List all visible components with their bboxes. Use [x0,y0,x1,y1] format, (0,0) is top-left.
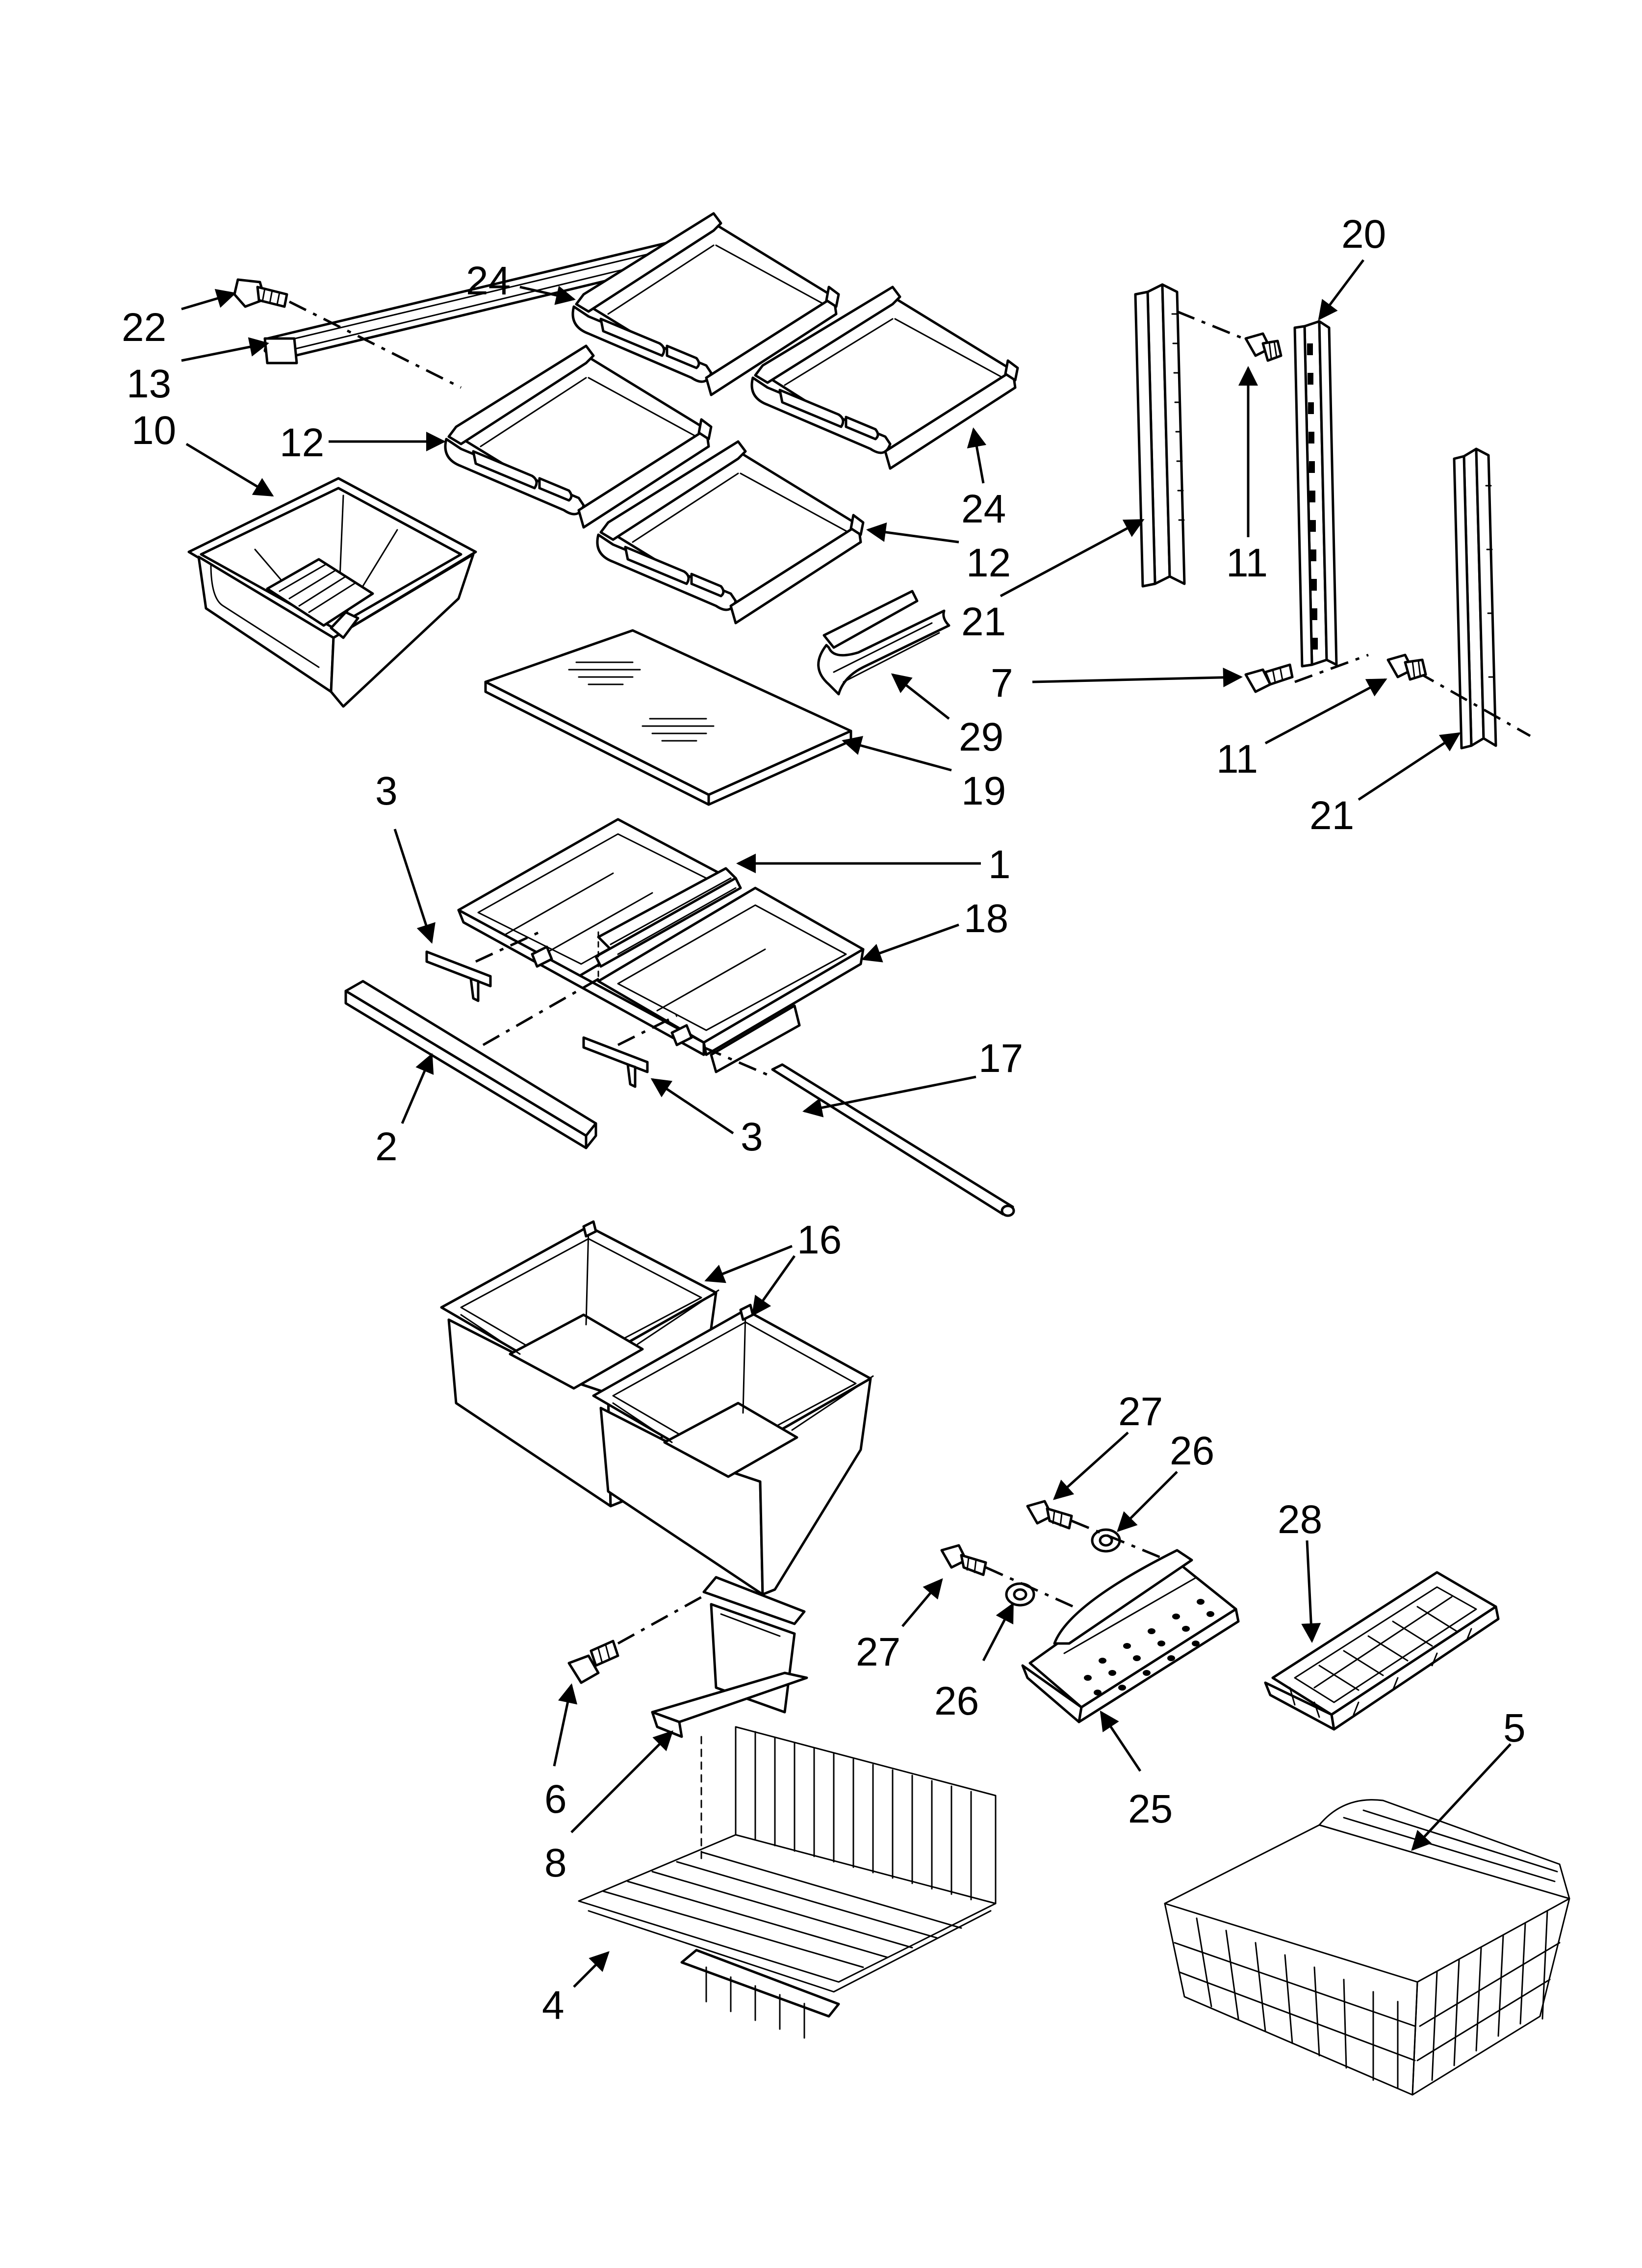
callout-3-upper: 3 [375,769,398,813]
part-10-drawer [187,477,477,708]
part-2-axis [482,975,604,1046]
part-26-washer-lower [1005,1582,1035,1607]
part-3-clip-right [582,1036,649,1088]
part-27-axis-upper [1071,1519,1168,1562]
callout-20: 20 [1341,212,1386,257]
part-17-rod [771,1063,1015,1217]
callout-24-right: 24 [961,487,1006,531]
callout-22: 22 [122,305,166,350]
callout-11-lower: 11 [1216,737,1258,782]
part-8-bracket [651,1576,808,1738]
callout-13: 13 [127,362,171,406]
part-22-axis-line [288,300,462,389]
part-3-axis-right [617,1014,678,1046]
part-2-trim-strip [344,980,597,1149]
callout-29: 29 [959,715,1003,759]
part-3-clip-left [425,950,492,1002]
part-21-upright-left [1134,283,1186,588]
part-25-ice-bin [1021,1549,1240,1723]
part-27-screw-upper [1026,1500,1073,1530]
callout-8: 8 [544,1841,567,1885]
callout-4: 4 [542,1983,564,2028]
part-11-screw-upper [1244,332,1283,362]
callout-6: 6 [544,1777,567,1822]
callout-25: 25 [1128,1787,1173,1831]
leader-lines [181,259,1512,1988]
part-11-axis-upper [1177,310,1256,345]
callout-17: 17 [978,1036,1023,1081]
part-28-ice-tray [1264,1571,1500,1731]
part-27-axis-lower [985,1566,1080,1611]
callout-24-left: 24 [466,259,511,303]
callout-10: 10 [131,408,176,453]
callout-5: 5 [1503,1706,1526,1750]
callout-3-lower: 3 [741,1115,763,1159]
part-21-axis-right [1416,671,1531,737]
part-4-wire-basket [578,1726,997,2039]
part-27-screw-lower [940,1544,987,1576]
part-17-axis [703,1046,773,1078]
part-16-drawer-right [592,1303,874,1596]
callout-27-lower: 27 [856,1630,900,1674]
part-11-axis-lower [1294,653,1369,683]
part-20-upright-middle [1293,320,1338,668]
part-7-screw [1244,663,1294,693]
callout-2: 2 [375,1124,398,1169]
part-29-trim [817,590,950,696]
callout-26-lower: 26 [934,1679,979,1723]
part-11-screw-lower [1386,653,1427,681]
callout-28: 28 [1278,1497,1322,1542]
part-6-axis [617,1593,707,1645]
part-26-washer-upper [1091,1528,1121,1553]
part-6-screw [567,1640,619,1684]
part-22-screw [233,278,288,308]
callout-1: 1 [988,842,1011,887]
callout-16: 16 [797,1218,842,1262]
callout-18: 18 [964,896,1008,941]
callout-7: 7 [991,661,1013,705]
callout-12-right: 12 [966,541,1011,585]
callout-21-upper: 21 [961,600,1006,644]
part-21-upright-right [1453,447,1497,750]
part-12-shelf-left [444,344,713,529]
callout-21-lower: 21 [1309,793,1354,838]
part-5-wire-basket [1164,1799,1570,2096]
part-18-drawer-frame [457,818,865,1073]
callout-12-left: 12 [280,420,324,465]
part-24-shelf-upper-right [750,286,1019,470]
callout-19: 19 [961,769,1006,813]
callout-26-upper: 26 [1170,1429,1214,1473]
callout-11-upper: 11 [1226,541,1268,585]
part-24-shelf-upper-left [571,212,840,396]
part-19-glass-shelf [484,629,852,806]
part-3-axis-left [475,931,540,963]
part-12-shelf-right [596,440,865,625]
callout-27-upper: 27 [1118,1389,1163,1434]
